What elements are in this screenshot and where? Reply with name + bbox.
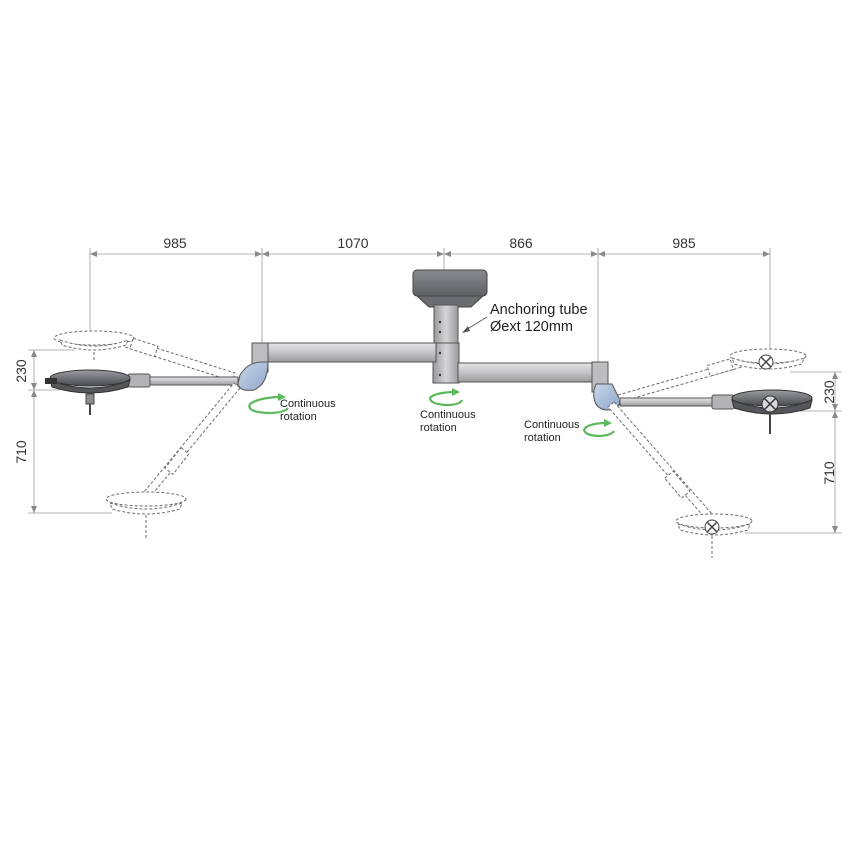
dimension-label: 985	[672, 235, 696, 251]
left-arm-joint	[237, 342, 269, 391]
right-upper-ghost-light	[729, 348, 807, 370]
right-main-arm	[457, 362, 599, 383]
right-arm-joint	[591, 361, 621, 411]
dimension-label: 866	[509, 235, 533, 251]
right-dimension-lines	[745, 371, 842, 534]
rotation-arrow-icon	[428, 388, 464, 407]
anchoring-callout	[462, 316, 488, 333]
left-upper-ghost-light	[53, 330, 135, 362]
dimension-label: 710	[821, 461, 837, 485]
left-lower-ghost-arm	[143, 382, 241, 498]
right-middle-arm	[619, 394, 737, 410]
dimension-label: 230	[13, 359, 29, 383]
rotation-label: rotation	[280, 411, 317, 423]
top-dimension-lines	[89, 248, 771, 362]
rotation-label: Continuous	[420, 409, 476, 421]
left-dimension-lines	[28, 349, 112, 514]
right-middle-light	[731, 389, 813, 434]
rotation-label: rotation	[420, 422, 457, 434]
rotation-label: Continuous	[280, 398, 336, 410]
right-lower-ghost-arm	[607, 401, 713, 520]
rotation-arrow-icon	[248, 393, 289, 415]
dimension-label: 985	[163, 235, 187, 251]
dimension-label: 1070	[337, 235, 368, 251]
anchoring-tube-diameter: Øext 120mm	[490, 319, 573, 335]
rotation-arrow-icon	[582, 419, 615, 438]
anchoring-tube-label: Anchoring tube	[490, 302, 588, 318]
left-middle-light	[45, 369, 131, 415]
ceiling-mount	[412, 269, 488, 384]
dimension-label: 230	[821, 380, 837, 404]
left-main-arm	[261, 342, 437, 363]
right-lower-ghost-light	[675, 513, 753, 558]
dimension-label: 710	[13, 440, 29, 464]
rotation-label: Continuous	[524, 419, 580, 431]
rotation-label: rotation	[524, 432, 561, 444]
left-lower-ghost-light	[105, 491, 187, 538]
right-upper-ghost-arm	[617, 358, 743, 403]
